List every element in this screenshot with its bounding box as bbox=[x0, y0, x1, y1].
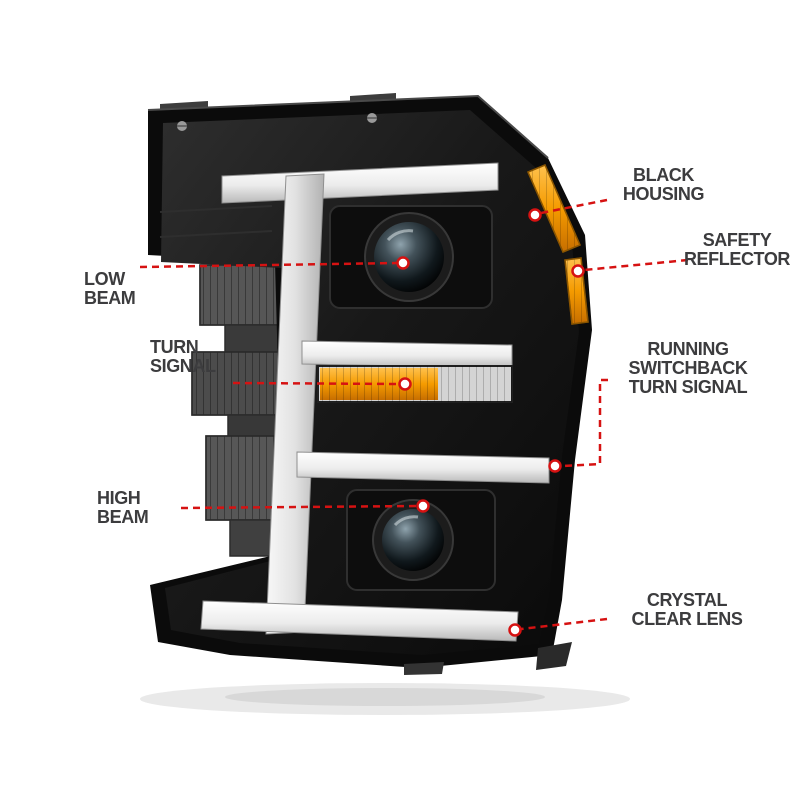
leader-safety-reflector bbox=[583, 258, 689, 272]
low-beam-projector bbox=[329, 205, 493, 309]
callout-line: SWITCHBACK bbox=[628, 358, 748, 378]
callout-line: CLEAR LENS bbox=[631, 609, 743, 629]
callout-line: RUNNING bbox=[647, 339, 729, 359]
callout-line: SIGNAL bbox=[150, 356, 216, 376]
endpoint-safety-reflector bbox=[571, 264, 585, 278]
endpoint-black-housing bbox=[528, 208, 542, 222]
callout-black-housing: BLACK HOUSING bbox=[611, 166, 716, 204]
screws bbox=[177, 113, 377, 131]
callout-turn-signal: TURN SIGNAL bbox=[150, 338, 240, 376]
callout-line: TURN SIGNAL bbox=[628, 377, 748, 397]
leader-turn-signal bbox=[232, 381, 400, 386]
callout-line: BEAM bbox=[97, 507, 149, 527]
turn-signal-strip bbox=[317, 365, 513, 403]
callout-line: HOUSING bbox=[622, 184, 705, 204]
drl-switchback-bar bbox=[296, 451, 550, 484]
endpoint-high-beam bbox=[416, 499, 430, 513]
callout-high-beam: HIGH BEAM bbox=[97, 489, 177, 527]
leader-lines bbox=[139, 198, 689, 631]
ground-shadow bbox=[140, 683, 630, 715]
drl-bottom-bar bbox=[200, 600, 519, 642]
drl-mid-bar bbox=[301, 340, 513, 369]
endpoint-low-beam bbox=[396, 256, 410, 270]
callout-safety-reflector: SAFETY REFLECTOR bbox=[672, 231, 800, 269]
callout-line: TURN bbox=[150, 337, 199, 357]
callout-line: LOW bbox=[84, 269, 125, 289]
callout-crystal-clear-lens: CRYSTAL CLEAR LENS bbox=[612, 591, 762, 629]
leader-crystal-clear-lens bbox=[520, 617, 608, 631]
endpoint-turn-signal bbox=[398, 377, 412, 391]
leader-endpoints bbox=[396, 208, 585, 637]
callout-low-beam: LOW BEAM bbox=[84, 270, 164, 308]
callout-running-switchback-turn-signal: RUNNING SWITCHBACK TURN SIGNAL bbox=[612, 340, 764, 397]
callout-line: BEAM bbox=[84, 288, 136, 308]
high-beam-projector bbox=[346, 489, 496, 591]
callout-line: SAFETY bbox=[702, 230, 772, 250]
endpoint-crystal-clear-lens bbox=[508, 623, 522, 637]
leader-high-beam bbox=[180, 504, 418, 510]
callout-line: CRYSTAL bbox=[646, 590, 728, 610]
drl-light-bar bbox=[200, 162, 550, 642]
callout-line: BLACK bbox=[633, 165, 694, 185]
callout-line: HIGH bbox=[97, 488, 141, 508]
bottom-tabs bbox=[404, 642, 572, 675]
endpoint-running-switchback bbox=[548, 459, 562, 473]
leader-running-switchback bbox=[561, 378, 608, 468]
leader-low-beam bbox=[139, 261, 398, 269]
callout-line: REFLECTOR bbox=[683, 249, 791, 269]
